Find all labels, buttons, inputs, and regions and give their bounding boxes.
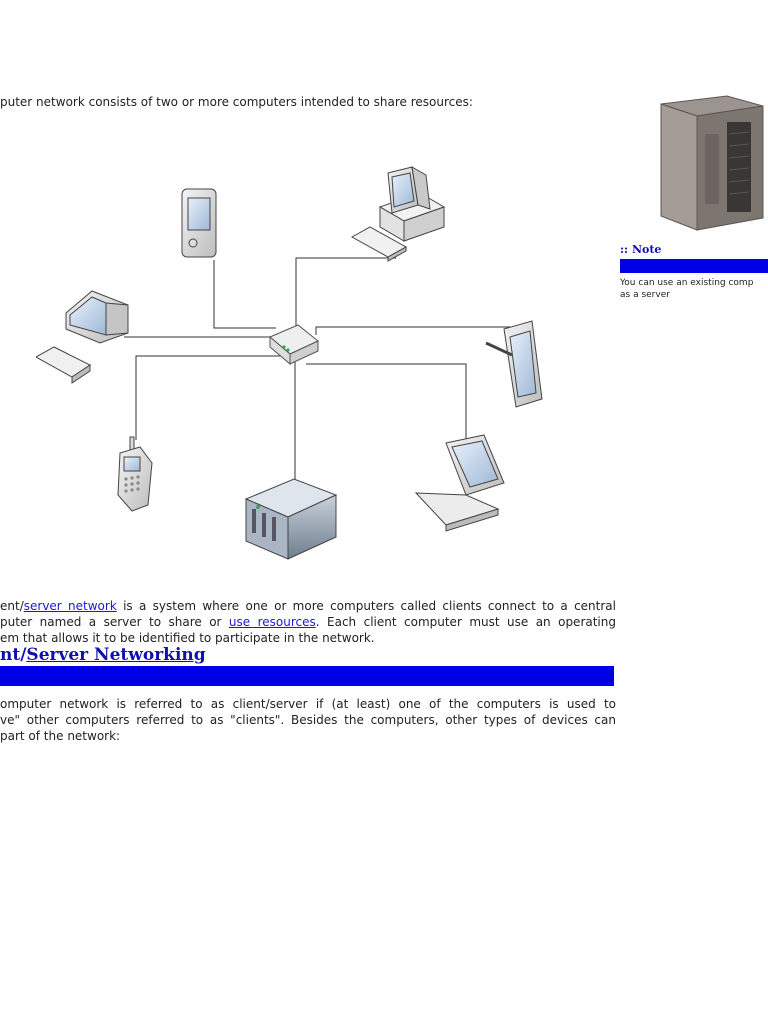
paragraph-line: ve" other computers referred to as "clie… <box>0 713 616 727</box>
desktop-computer-icon <box>350 166 446 262</box>
line-pda <box>213 260 276 329</box>
rack-server-icon <box>244 478 338 560</box>
line-phone <box>135 355 286 440</box>
hub-icon <box>269 324 319 366</box>
client-server-paragraph: ent/server network is a system where one… <box>0 598 616 646</box>
line-desktop-top <box>295 257 396 330</box>
text-span: puter named a server to share or <box>0 615 229 629</box>
client-server-definition-paragraph: omputer network is referred to as client… <box>0 696 616 744</box>
use-resources-link[interactable]: use resources <box>228 615 316 629</box>
paragraph-line: ent/server network is a system where one… <box>0 598 616 614</box>
note-text: You can use an existing comp as a server <box>620 277 768 301</box>
paragraph-line: part of the network: <box>0 729 121 743</box>
note-title: :: Note <box>620 243 662 256</box>
paragraph-line: omputer network is referred to as client… <box>0 697 616 711</box>
text-span: is a system where one or more computers … <box>116 599 616 613</box>
note-bar <box>620 259 768 273</box>
monitor-keyboard-icon <box>36 290 129 384</box>
tablet-icon <box>485 320 543 408</box>
intro-text: puter network consists of two or more co… <box>0 95 473 109</box>
cell-phone-icon <box>117 436 153 512</box>
heading-bar <box>0 666 614 686</box>
network-diagram <box>36 166 543 560</box>
heading-prefix: nt/ <box>0 645 27 665</box>
server-network-link[interactable]: server network <box>23 599 117 613</box>
note-text-line: as a server <box>620 290 670 300</box>
line-laptop <box>306 363 467 445</box>
server-tower-image <box>660 95 764 231</box>
laptop-icon <box>414 434 505 532</box>
connection-lines <box>124 257 515 483</box>
note-text-line: You can use an existing comp <box>620 278 754 288</box>
text-span: ent/ <box>0 599 24 613</box>
paragraph-line: em that allows it to be identified to pa… <box>0 631 375 645</box>
paragraph-line: puter named a server to share or use res… <box>0 614 616 630</box>
server-networking-link[interactable]: Server Networking <box>26 645 206 665</box>
line-tablet <box>315 326 515 335</box>
text-span: . Each client computer must use an opera… <box>315 615 616 629</box>
pda-icon <box>181 188 217 258</box>
section-heading: nt/Server Networking <box>0 645 206 665</box>
